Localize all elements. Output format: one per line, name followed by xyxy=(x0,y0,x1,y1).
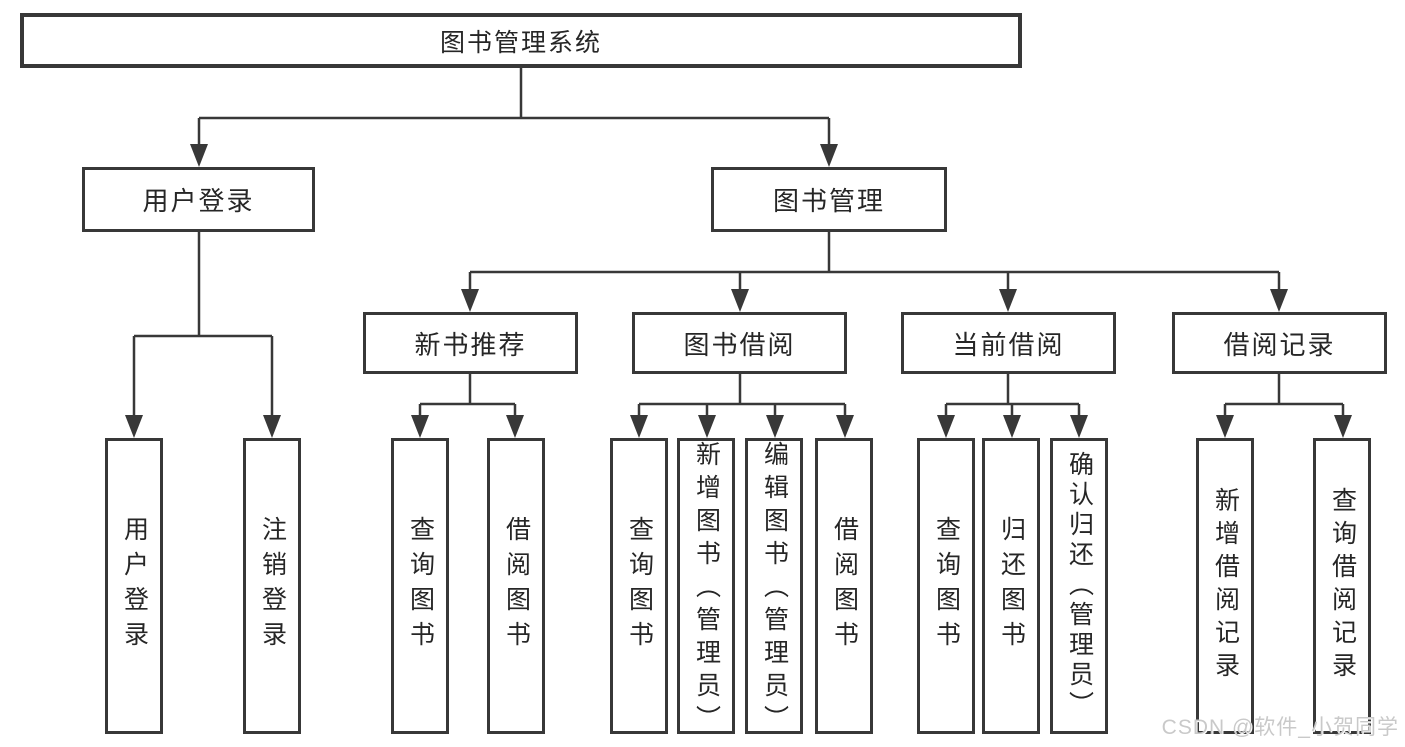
node-user-login: 用户登录 xyxy=(82,167,315,232)
leaf-confirm-return-label: 确认归还（管理员） xyxy=(1065,451,1094,721)
leaf-query-book-under-current-borrow: 查询图书 xyxy=(917,438,975,734)
node-current-borrow-label: 当前借阅 xyxy=(952,329,1065,360)
leaf-add-borrow-record: 新增借阅记录 xyxy=(1196,438,1254,734)
node-root: 图书管理系统 xyxy=(20,13,1022,68)
node-root-label: 图书管理系统 xyxy=(439,28,602,57)
leaf-query-book-label: 查询图书 xyxy=(406,516,435,656)
connector-user-login-children xyxy=(132,232,274,424)
leaf-user-login: 用户登录 xyxy=(105,438,163,734)
leaf-borrow-book-under-book-borrow: 借阅图书 xyxy=(815,438,873,734)
connector-book-mgmt-children xyxy=(468,232,1281,298)
leaf-confirm-return-admin: 确认归还（管理员） xyxy=(1050,438,1108,734)
connector-borrow-record-children xyxy=(1223,374,1345,424)
node-current-borrow: 当前借阅 xyxy=(901,312,1116,374)
leaf-return-book-label: 归还图书 xyxy=(997,516,1026,656)
leaf-query-book-label: 查询图书 xyxy=(625,516,654,656)
leaf-user-login-label: 用户登录 xyxy=(120,516,149,656)
leaf-add-book-admin: 新增图书（管理员） xyxy=(677,438,735,738)
leaf-logout: 注销登录 xyxy=(243,438,301,734)
leaf-query-book-label: 查询图书 xyxy=(932,516,961,656)
leaf-add-book-label: 新增图书（管理员） xyxy=(692,441,721,738)
node-book-mgmt-label: 图书管理 xyxy=(772,186,885,216)
leaf-borrow-book-label: 借阅图书 xyxy=(830,516,859,656)
node-book-borrow: 图书借阅 xyxy=(632,312,847,374)
csdn-watermark: CSDN @软件_小贺同学 xyxy=(1161,716,1399,739)
leaf-logout-label: 注销登录 xyxy=(258,516,287,656)
connector-new-book-rec-children xyxy=(418,374,517,424)
node-book-borrow-label: 图书借阅 xyxy=(683,329,796,360)
leaf-query-borrow-record: 查询借阅记录 xyxy=(1313,438,1371,734)
leaf-borrow-book-label: 借阅图书 xyxy=(502,516,531,656)
leaf-query-record-label: 查询借阅记录 xyxy=(1328,487,1357,685)
leaf-edit-book-label: 编辑图书（管理员） xyxy=(760,441,789,738)
node-new-book-rec: 新书推荐 xyxy=(363,312,578,374)
leaf-add-record-label: 新增借阅记录 xyxy=(1211,487,1240,685)
node-user-login-label: 用户登录 xyxy=(142,186,255,216)
leaf-return-book: 归还图书 xyxy=(982,438,1040,734)
connector-root-to-level2 xyxy=(197,68,831,152)
connector-current-borrow-children xyxy=(944,374,1081,424)
leaf-edit-book-admin: 编辑图书（管理员） xyxy=(745,438,803,738)
node-book-mgmt: 图书管理 xyxy=(711,167,947,232)
node-borrow-record-label: 借阅记录 xyxy=(1223,329,1336,360)
node-new-book-rec-label: 新书推荐 xyxy=(414,329,527,360)
leaf-query-book-under-book-borrow: 查询图书 xyxy=(610,438,668,734)
connector-book-borrow-children xyxy=(637,374,847,424)
leaf-borrow-book-under-new-book-rec: 借阅图书 xyxy=(487,438,545,734)
leaf-query-book-under-new-book-rec: 查询图书 xyxy=(391,438,449,734)
node-borrow-record: 借阅记录 xyxy=(1172,312,1387,374)
